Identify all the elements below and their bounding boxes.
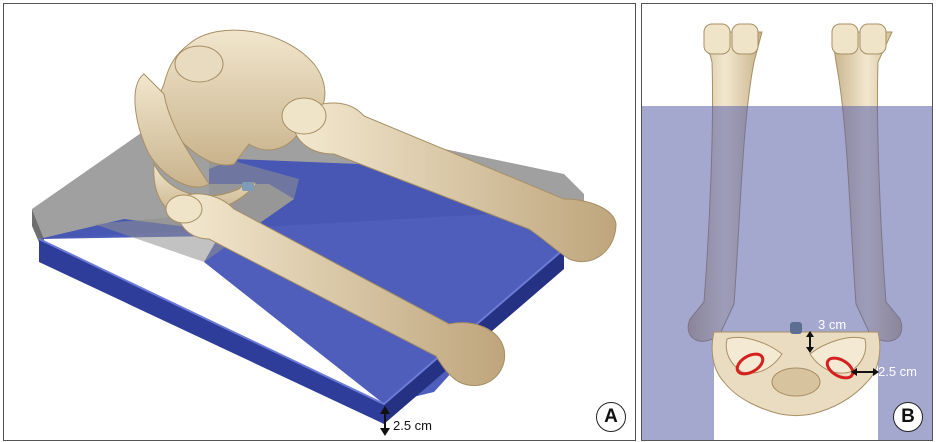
panel-b: 3 cm 2.5 cm B <box>641 3 933 441</box>
thickness-label: 2.5 cm <box>393 418 432 433</box>
panel-label-b: B <box>893 402 923 432</box>
thickness-label: 2.5 cm <box>878 364 917 379</box>
cushion-illustration <box>4 4 636 441</box>
panel-a: 2.5 cm A <box>3 3 636 441</box>
panel-label-a: A <box>596 402 626 432</box>
gap-label: 3 cm <box>818 317 846 332</box>
